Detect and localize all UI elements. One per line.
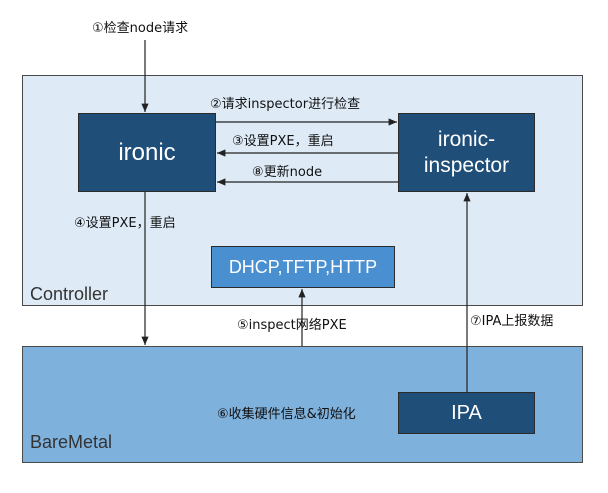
controller-label: Controller <box>30 284 109 304</box>
step-2-label: ②请求inspector进行检查 <box>210 97 361 112</box>
step-7-label: ⑦IPA上报数据 <box>470 314 554 329</box>
step-1-label: ①检查node请求 <box>92 21 189 36</box>
step-6-label: ⑥收集硬件信息&初始化 <box>217 407 356 422</box>
step-3-label: ③设置PXE，重启 <box>232 134 334 149</box>
dhcp-tftp-http-node: DHCP,TFTP,HTTP <box>211 246 395 288</box>
ironic-inspector-node: ironic- inspector <box>398 113 535 192</box>
ipa-node: IPA <box>398 392 535 434</box>
baremetal-label: BareMetal <box>30 432 113 452</box>
step-5-label: ⑤inspect网络PXE <box>237 318 347 333</box>
step-8-label: ⑧更新node <box>252 165 323 180</box>
ironic-node: ironic <box>78 113 216 192</box>
step-4-label: ④设置PXE，重启 <box>74 216 176 231</box>
